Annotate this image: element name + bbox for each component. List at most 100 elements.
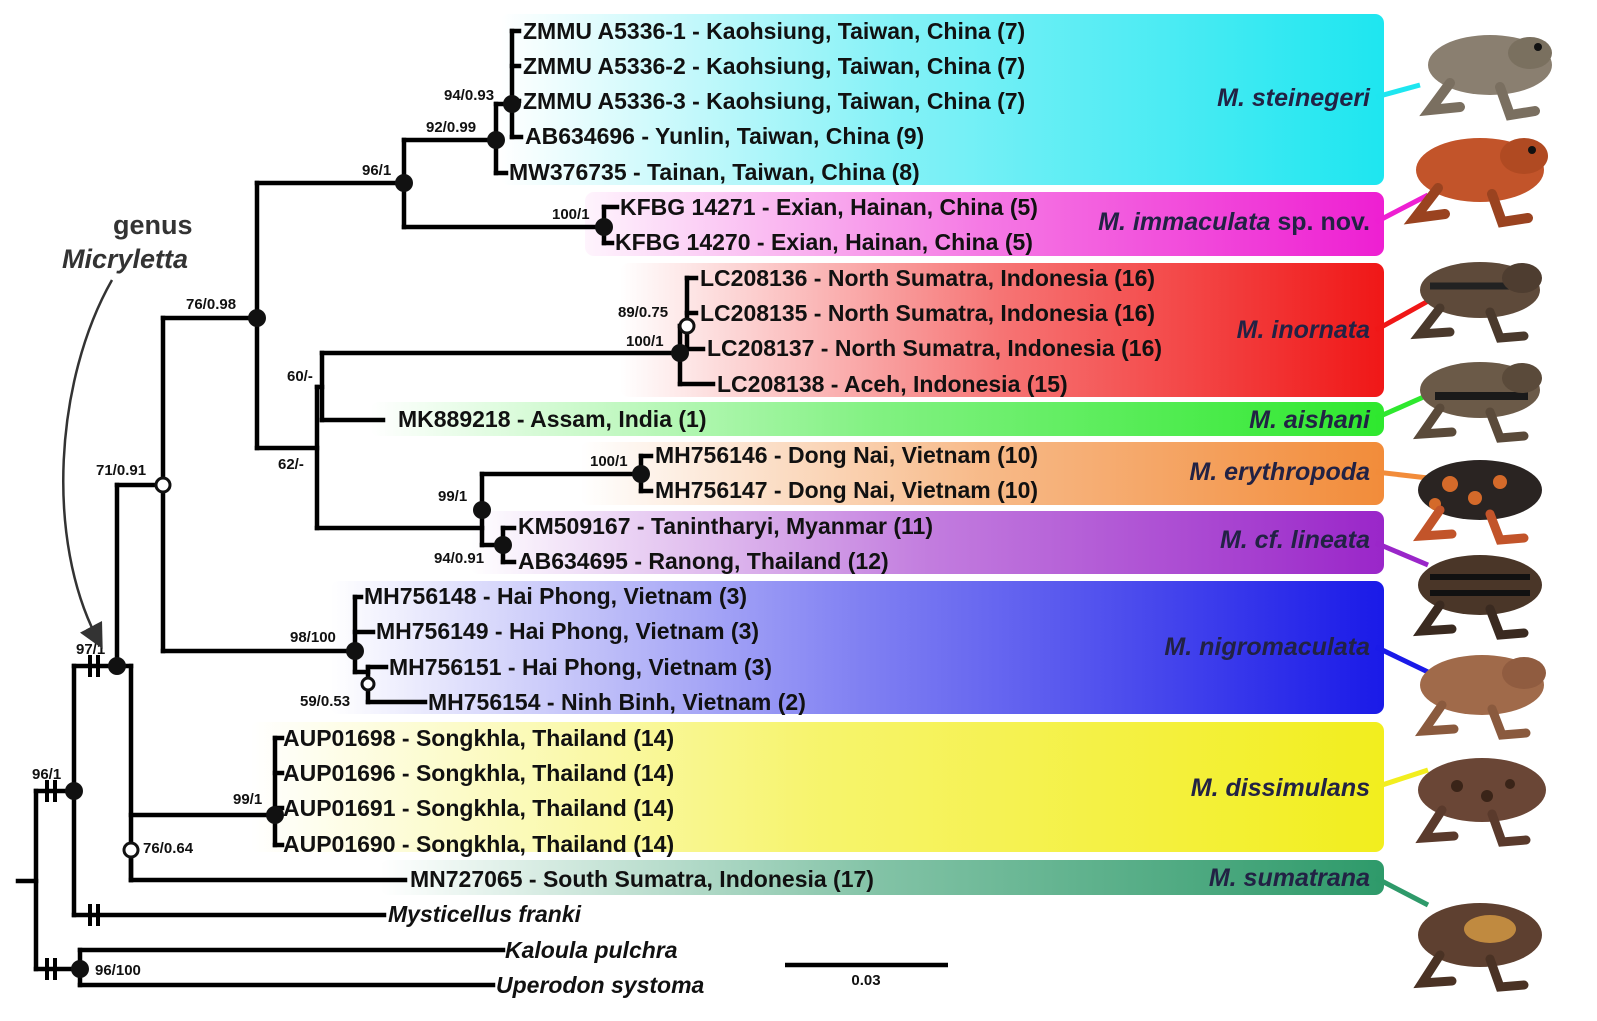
clade-band-steinegeri — [500, 14, 1384, 185]
tip-label: MN727065 - South Sumatra, Indonesia (17) — [410, 866, 874, 892]
tip-labels: ZMMU A5336-1 - Kaohsiung, Taiwan, China … — [283, 18, 1162, 998]
frog-photo-lineata — [1412, 555, 1542, 640]
node-solid — [503, 95, 521, 113]
frog-photo-nigromaculata — [1414, 655, 1546, 740]
support-value: 98/100 — [290, 629, 336, 646]
tip-label: MK889218 - Assam, India (1) — [398, 406, 707, 432]
clade-band-aishani — [370, 402, 1384, 436]
tip-label: MH756148 - Hai Phong, Vietnam (3) — [364, 583, 747, 609]
node-solid — [632, 465, 650, 483]
clade-band-inornata — [620, 263, 1384, 397]
branch-break-marks — [45, 655, 100, 980]
tip-label: ZMMU A5336-2 - Kaohsiung, Taiwan, China … — [523, 53, 1025, 79]
clade-name-lineata: M. cf. lineata — [1220, 526, 1370, 554]
tip-label: MH756151 - Hai Phong, Vietnam (3) — [389, 654, 772, 680]
support-value: 99/1 — [438, 488, 467, 505]
tip-label: AUP01690 - Songkhla, Thailand (14) — [283, 831, 674, 857]
clade-name-aishani: M. aishani — [1249, 406, 1371, 434]
frog-photo-aishani — [1412, 362, 1542, 443]
tip-label: AB634695 - Ranong, Thailand (12) — [518, 548, 889, 574]
scale-bar: 0.03 — [785, 962, 948, 989]
connector-nigromaculata — [1374, 644, 1430, 675]
tip-label: AB634696 - Yunlin, Taiwan, China (9) — [525, 123, 924, 149]
clade-band-erythropoda — [580, 442, 1384, 505]
support-values: 94/0.93 92/0.99 96/1 100/1 76/0.98 89/0.… — [32, 87, 668, 979]
node-open — [678, 317, 696, 335]
node-solid — [266, 806, 284, 824]
frog-photos — [1403, 35, 1552, 992]
support-value: 96/1 — [32, 766, 61, 783]
node-open — [122, 841, 140, 859]
tip-label: MH756149 - Hai Phong, Vietnam (3) — [376, 618, 759, 644]
clade-band-immaculata — [585, 192, 1384, 256]
tip-label: LC208137 - North Sumatra, Indonesia (16) — [707, 335, 1162, 361]
node-solid — [248, 309, 266, 327]
frog-photo-sumatrana — [1413, 903, 1542, 992]
support-value: 99/1 — [233, 791, 262, 808]
support-value: 97/1 — [76, 641, 105, 658]
frog-photo-steinegeri — [1419, 35, 1552, 121]
clade-band-lineata — [470, 511, 1384, 574]
frog-photo-dissimulans — [1415, 758, 1546, 847]
node-solid — [487, 131, 505, 149]
frog-photo-inornata — [1410, 262, 1542, 343]
clade-band-nigromaculata — [330, 581, 1384, 714]
node-solid — [595, 218, 613, 236]
clade-name-immaculata: M. immaculata sp. nov. — [1098, 208, 1370, 236]
support-value: 62/- — [278, 456, 304, 473]
genus-label: genus — [113, 210, 193, 240]
tip-label: LC208138 - Aceh, Indonesia (15) — [717, 371, 1068, 397]
tip-label: Mysticellus franki — [388, 901, 582, 927]
genus-arrow — [62, 279, 114, 649]
clade-name-erythropoda: M. erythropoda — [1189, 458, 1370, 486]
support-value: 71/0.91 — [96, 462, 146, 479]
genus-name: Micryletta — [62, 244, 188, 274]
node-solid — [473, 501, 491, 519]
tip-label: LC208135 - North Sumatra, Indonesia (16) — [700, 300, 1155, 326]
clade-name-nigromaculata: M. nigromaculata — [1164, 633, 1370, 661]
tip-label: MH756154 - Ninh Binh, Vietnam (2) — [428, 689, 806, 715]
tip-label: KFBG 14270 - Exian, Hainan, China (5) — [615, 229, 1033, 255]
connector-lineata — [1375, 540, 1429, 568]
clade-names: M. steinegeri M. immaculata sp. nov. M. … — [1098, 84, 1371, 892]
tip-label: MH756146 - Dong Nai, Vietnam (10) — [655, 442, 1038, 468]
support-value: 76/0.98 — [186, 296, 236, 313]
tip-label: AUP01691 - Songkhla, Thailand (14) — [283, 795, 674, 821]
clade-name-dissimulans: M. dissimulans — [1191, 774, 1370, 802]
node-solid — [108, 657, 126, 675]
node-markers — [65, 95, 696, 978]
photo-connectors — [1374, 82, 1432, 908]
genus-annotation: genus Micryletta — [62, 210, 193, 649]
support-value: 94/0.93 — [444, 87, 494, 104]
node-solid — [71, 960, 89, 978]
tip-label: KFBG 14271 - Exian, Hainan, China (5) — [620, 194, 1038, 220]
connector-steinegeri — [1375, 82, 1421, 100]
node-solid — [671, 344, 689, 362]
tip-label: Uperodon systoma — [496, 972, 705, 998]
node-solid — [395, 174, 413, 192]
tip-label: ZMMU A5336-1 - Kaohsiung, Taiwan, China … — [523, 18, 1025, 44]
node-solid — [346, 642, 364, 660]
support-value: 96/1 — [362, 162, 391, 179]
support-value: 76/0.64 — [143, 840, 194, 857]
support-value: 96/100 — [95, 962, 141, 979]
support-value: 100/1 — [590, 453, 628, 470]
clade-name-sumatrana: M. sumatrana — [1209, 864, 1370, 892]
tip-label: MW376735 - Tainan, Taiwan, China (8) — [509, 159, 920, 185]
connector-sumatrana — [1374, 875, 1430, 908]
connector-erythropoda — [1375, 469, 1429, 481]
connector-aishani — [1374, 392, 1430, 421]
support-value: 94/0.91 — [434, 550, 484, 567]
node-solid — [65, 782, 83, 800]
node-open — [360, 676, 376, 692]
tip-label: AUP01696 - Songkhla, Thailand (14) — [283, 760, 674, 786]
connector-dissimulans — [1375, 767, 1429, 790]
tip-label: MH756147 - Dong Nai, Vietnam (10) — [655, 477, 1038, 503]
tip-label: AUP01698 - Songkhla, Thailand (14) — [283, 725, 674, 751]
tip-label: KM509167 - Tanintharyi, Myanmar (11) — [518, 513, 933, 539]
clade-band-sumatrana — [380, 860, 1384, 895]
support-value: 89/0.75 — [618, 304, 668, 321]
scale-bar-label: 0.03 — [851, 972, 880, 989]
connector-inornata — [1374, 297, 1432, 333]
